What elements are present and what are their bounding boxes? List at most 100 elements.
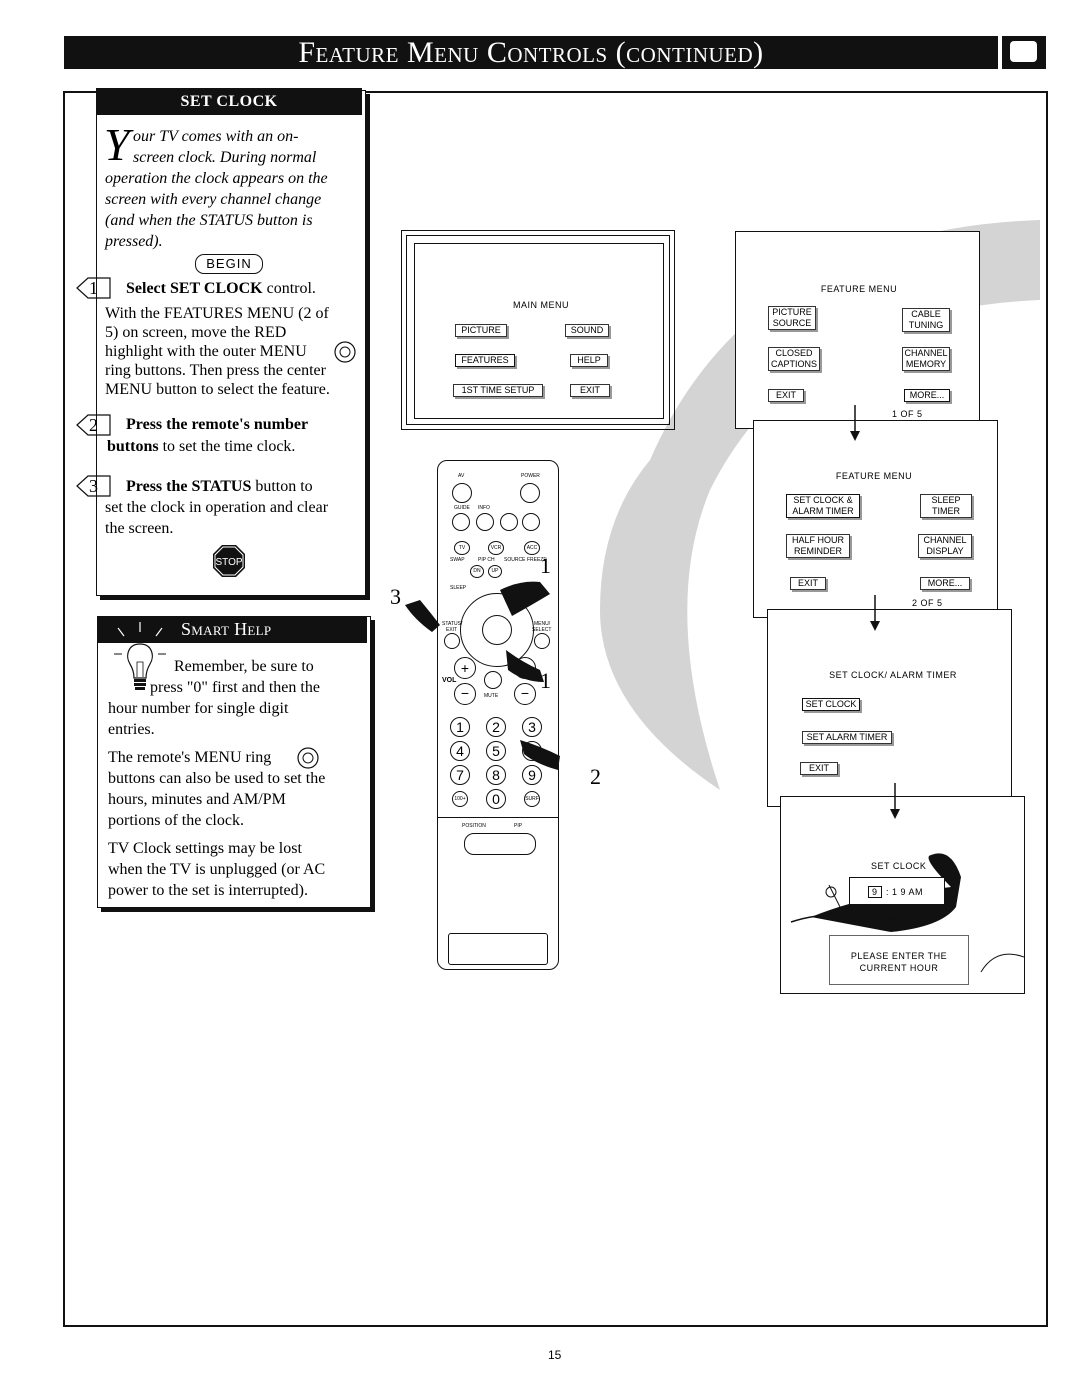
mute-button[interactable] [484,671,502,689]
vcr-button[interactable]: VCR [488,541,504,555]
number-button[interactable]: 8 [486,765,506,785]
begin-badge: BEGIN [195,254,263,274]
hour-field[interactable]: 9 [868,886,882,898]
skier-graphic [790,853,1024,973]
smart-help-line: press "0" first and then the [150,679,320,696]
power-button[interactable] [520,483,540,503]
number-button[interactable]: 9 [522,765,542,785]
freeze-label: FREEZE [527,557,547,563]
feature-menu-1-title: FEATURE MENU [820,284,898,294]
number-button[interactable]: 7 [450,765,470,785]
sleep-label: SLEEP [450,585,467,591]
number-button[interactable]: 0 [486,789,506,809]
label: TUNING [908,320,944,330]
callout-1: 1 [540,553,551,578]
position-label: POSITION [462,823,486,829]
menu-item-first-time-setup[interactable]: 1ST TIME SETUP [453,384,543,397]
status-exit-button[interactable] [444,633,460,649]
set-clock-screen: SET CLOCK 9 : 1 9 AM PLEASE ENTER THE CU… [780,796,1025,994]
pointing-hands [405,581,560,770]
menu-item-exit[interactable]: EXIT [570,384,610,397]
tv-button[interactable]: TV [454,541,470,555]
menu-select-button[interactable] [534,633,550,649]
main-menu-tv-frame [401,230,675,430]
alarm-menu-title: SET CLOCK/ ALARM TIMER [829,670,957,680]
source-label: SOURCE [504,557,526,563]
label: SOURCE [772,318,812,328]
av-button[interactable] [452,483,472,503]
callout-3: 3 [390,584,401,609]
menu-item-help[interactable]: HELP [570,354,608,367]
prompt-box: PLEASE ENTER THE CURRENT HOUR [829,935,969,985]
step-3-line: the screen. [105,520,174,537]
vol-down-button[interactable]: − [454,683,476,705]
menu-center-button[interactable] [482,615,512,645]
menu-item-set-alarm-timer[interactable]: SET ALARM TIMER [802,731,892,744]
hundred-plus-button[interactable]: 100+ [452,791,468,807]
guide-button[interactable] [452,513,470,531]
pip-ch-up-button[interactable]: UP [488,565,502,578]
pip-ch-label: PIP CH [478,557,495,563]
remote-control: AV POWER GUIDE INFO TV VCR ACC SWAP PIP … [437,460,559,970]
menu-item-features[interactable]: FEATURES [455,354,515,367]
step-1-line: ring buttons. Then press the center [105,362,326,379]
label: CAPTIONS [770,359,817,369]
vol-up-button[interactable]: + [454,657,476,679]
remote-button[interactable] [500,513,518,531]
prompt-line: PLEASE ENTER THE [850,951,948,961]
page-title: Feature Menu Controls (continued) [64,36,998,69]
menu-item-exit[interactable]: EXIT [768,389,804,402]
divider [438,817,558,818]
main-menu-title-text: MAIN MENU [513,300,569,310]
set-clock-panel [96,90,366,596]
stop-label: STOP [215,557,242,568]
menu-item-more[interactable]: MORE... [904,389,950,402]
acc-button[interactable]: ACC [524,541,540,555]
number-button[interactable]: 5 [486,741,506,761]
number-button[interactable]: 1 [450,717,470,737]
menu-item-exit[interactable]: EXIT [790,577,826,590]
label: PICTURE [772,307,812,317]
number-button[interactable]: 2 [486,717,506,737]
label: CHANNEL [923,535,967,545]
status-label: STATUS/ [442,621,463,627]
smart-help-line: entries. [108,721,155,738]
smart-help-line: hour number for single digit [108,700,289,717]
menu-ring-icon [334,341,356,363]
number-button[interactable]: 3 [522,717,542,737]
clock-entry-field[interactable]: 9 : 1 9 AM [849,877,945,905]
number-button[interactable]: 4 [450,741,470,761]
surf-button[interactable]: SURF [524,791,540,807]
exit-label: EXIT [446,627,458,633]
pip-ch-down-button[interactable]: DN [470,565,484,578]
smart-help-line: power to the set is interrupted). [108,882,308,899]
mute-label: MUTE [484,693,499,699]
label: HALF HOUR [791,535,844,545]
menu-item-exit[interactable]: EXIT [800,762,838,775]
pip-control-pad[interactable] [464,833,536,855]
drop-cap: Y [104,119,130,170]
select-label: SELECT [532,627,552,633]
menu-item-more[interactable]: MORE... [920,577,970,590]
menu-item-sound[interactable]: SOUND [565,324,609,337]
menu-item-set-clock[interactable]: SET CLOCK [802,698,860,711]
step-1-line: 5) on screen, move the RED [105,324,287,341]
menu-item-picture[interactable]: PICTURE [455,324,507,337]
step-3-heading: Press the STATUS button to [126,477,313,497]
step-3-marker: 3 [76,475,111,497]
remote-button[interactable] [522,513,540,531]
ch-down-button[interactable]: − [514,683,536,705]
smart-help-line: hours, minutes and AM/PM [108,791,286,808]
info-button[interactable] [476,513,494,531]
menu-item-set-clock-alarm-timer[interactable]: SET CLOCK &ALARM TIMER [786,494,860,518]
remote-window [448,933,548,965]
flow-arrows [850,405,900,819]
